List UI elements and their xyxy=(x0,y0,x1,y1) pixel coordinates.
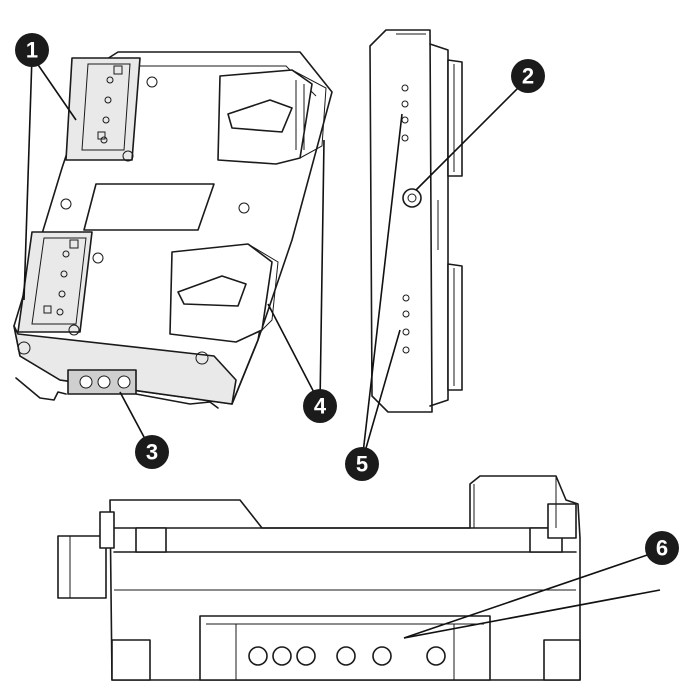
address-switch xyxy=(402,188,422,208)
callout-4-label: 4 xyxy=(314,394,327,419)
lower-latch xyxy=(169,243,279,343)
callout-2: 2 xyxy=(511,59,545,93)
callout-3-label: 3 xyxy=(146,440,158,465)
callout-1: 1 xyxy=(15,33,49,67)
front-device-view xyxy=(57,475,581,681)
led-indicators-lower xyxy=(402,294,410,354)
upper-latch xyxy=(217,69,327,165)
lower-terminal-block xyxy=(17,231,104,336)
callout-5-label: 5 xyxy=(356,452,368,477)
isometric-device-view xyxy=(13,51,333,409)
bottom-connector-strip xyxy=(199,615,491,681)
callout-5: 5 xyxy=(345,447,379,481)
power-connector xyxy=(67,369,137,395)
side-device-view xyxy=(369,29,463,413)
callout-1-label: 1 xyxy=(26,38,38,63)
callout-6: 6 xyxy=(645,531,679,565)
leader-lines xyxy=(23,55,663,639)
callout-3: 3 xyxy=(135,435,169,469)
callout-6-label: 6 xyxy=(656,536,668,561)
callout-2-label: 2 xyxy=(522,64,534,89)
callout-4: 4 xyxy=(303,389,337,423)
upper-terminal-block xyxy=(65,57,158,162)
led-indicators-upper xyxy=(401,84,409,142)
